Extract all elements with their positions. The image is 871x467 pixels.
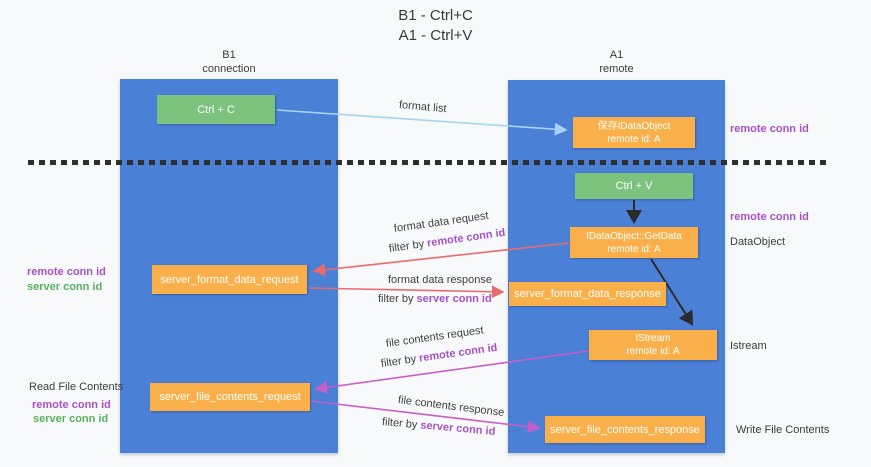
server-file-contents-request-node: server_file_contents_request [150,383,310,411]
dataobject-label: DataObject [730,236,786,248]
file-contents-response-annotation: file contents response [397,394,505,419]
istream-side-label: Istream [730,340,767,352]
istream-line1: IStream [635,333,671,344]
format-data-response-annotation: format data response [388,274,492,286]
format-request-label: server_format_data_request [160,273,299,286]
format-list-annotation: format list [398,99,448,116]
getdata-line2: remote id: A [607,243,661,255]
lane-a1-title: A1 [609,49,624,61]
lane-header-b1: B1 connection [120,48,338,76]
left-remote-conn-id-label-1: remote conn id [27,266,106,278]
remote-conn-id-label-top: remote conn id [730,123,809,135]
filter-prefix: filter by [388,237,428,255]
ctrl-c-node: Ctrl + C [157,95,275,124]
format-response-label: server_format_data_response [514,288,661,300]
save-idataobject-line2: remote id: A [607,133,661,145]
filter-remote-conn-id: remote conn id [426,226,507,250]
format-data-response-arrow [308,285,505,299]
save-idataobject-node: 保存IDataObject remote id: A [573,117,695,148]
ctrl-c-label: Ctrl + C [197,103,235,116]
filter-remote-conn-id: remote conn id [418,341,499,365]
remote-conn-id-label-mid: remote conn id [730,211,809,223]
file-response-label: server_file_contents_response [550,423,700,436]
lane-b1-title: B1 [222,49,236,61]
write-file-contents-label: Write File Contents [736,424,830,436]
ctrl-v-node: Ctrl + V [575,173,693,199]
filter-prefix: filter by [380,352,420,370]
file-request-label: server_file_contents_request [159,391,301,403]
idataobject-getdata-node: IDataObject::GetData remote id: A [570,227,698,258]
format-response-filter-annotation: filter by server conn id [378,293,492,305]
ctrl-v-label: Ctrl + V [615,180,653,192]
filter-prefix: filter by [378,293,417,305]
lane-header-a1: A1 remote [508,48,725,76]
istream-line2: remote id: A [626,346,680,357]
title-line-1: B1 - Ctrl+C [398,7,473,24]
title-line-2: A1 - Ctrl+V [398,27,473,44]
save-idataobject-line1: 保存IDataObject [597,120,671,132]
filter-server-conn-id: server conn id [416,293,492,305]
getdata-line1: IDataObject::GetData [586,230,682,242]
diagram-title: B1 - Ctrl+C A1 - Ctrl+V [0,6,871,46]
left-server-conn-id-label-2: server conn id [33,413,109,425]
server-format-data-response-node: server_format_data_response [509,282,666,306]
left-remote-conn-id-label-2: remote conn id [32,399,111,411]
dashed-divider-line [28,160,830,165]
filter-server-conn-id: server conn id [419,419,496,438]
server-file-contents-response-node: server_file_contents_response [545,416,705,443]
file-response-filter-annotation: filter by server conn id [381,416,495,438]
filter-prefix: filter by [381,416,421,432]
lane-a1-subtitle: remote [599,63,634,75]
server-format-data-request-node: server_format_data_request [152,265,307,294]
istream-node: IStream remote id: A [589,330,717,360]
lane-b1-subtitle: connection [202,63,256,75]
read-file-contents-label: Read File Contents [29,381,124,393]
left-server-conn-id-label-1: server conn id [27,281,103,293]
